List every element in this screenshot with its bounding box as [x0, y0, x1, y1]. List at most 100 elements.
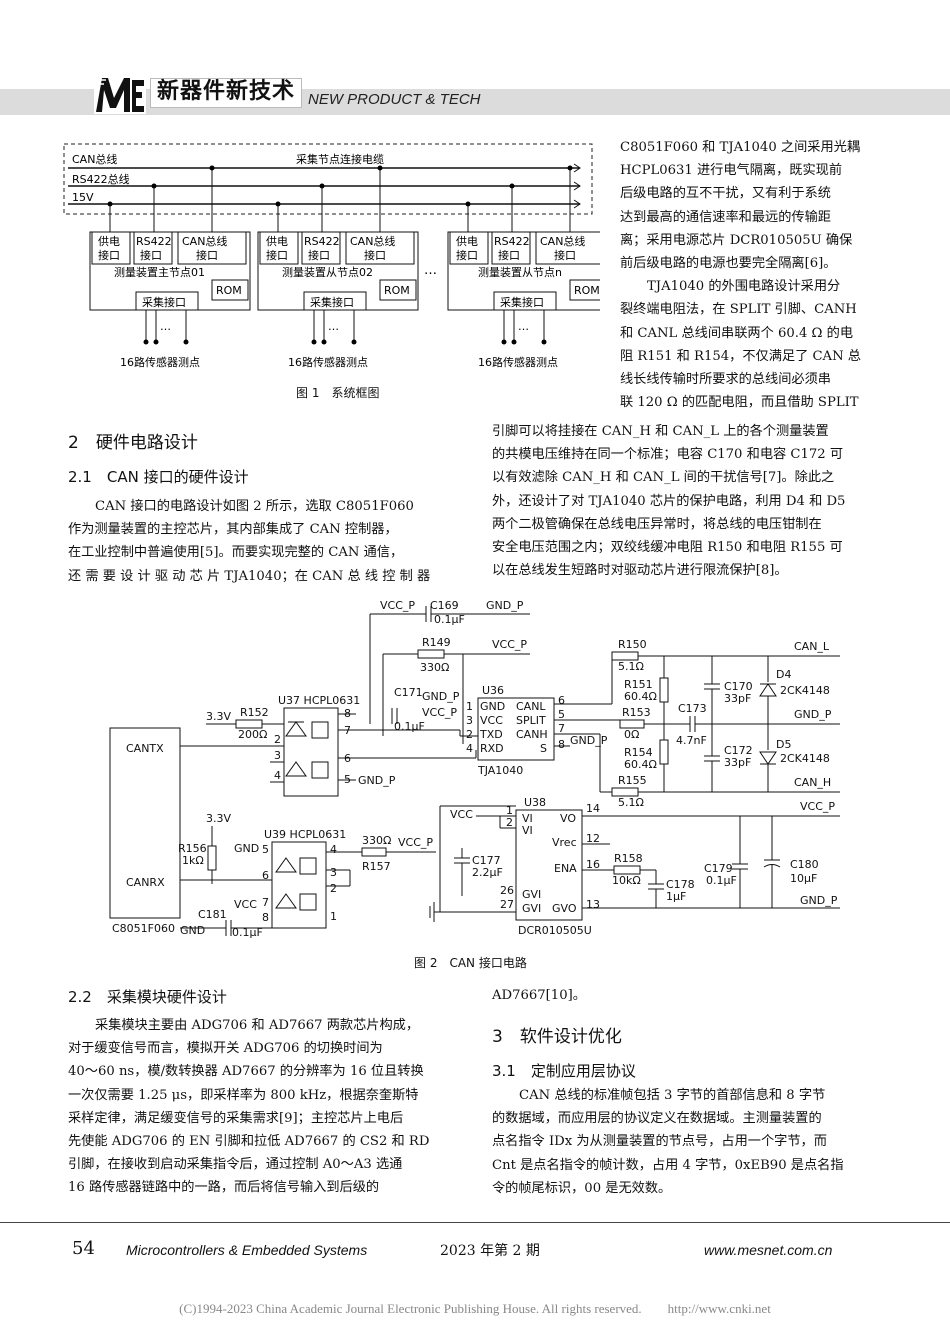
svg-text:GND: GND	[480, 700, 505, 713]
svg-text:U39 HCPL0631: U39 HCPL0631	[264, 828, 346, 841]
section-3-1-text: CAN 总线的标准帧包括 3 字节的首部信息和 8 字节的数据域，而应用层的协议…	[492, 1084, 882, 1200]
section-3-1-title: 3.1 定制应用层协议	[492, 1062, 636, 1080]
svg-text:6: 6	[558, 694, 565, 707]
svg-text:VO: VO	[560, 812, 576, 825]
svg-text:4: 4	[330, 843, 337, 856]
svg-text:CAN总线: CAN总线	[182, 234, 227, 248]
svg-text:VCC: VCC	[450, 808, 473, 821]
svg-text:C169: C169	[430, 599, 459, 612]
svg-text:200Ω: 200Ω	[238, 728, 267, 741]
text-line: 采集模块主要由 ADG706 和 AD7667 两款芯片构成，	[95, 1018, 420, 1033]
svg-text:接口: 接口	[266, 249, 288, 262]
svg-text:2CK4148: 2CK4148	[780, 752, 830, 765]
text-line: 采样定律，满足缓变信号的采集需求[9]；主控芯片上电后	[68, 1110, 404, 1126]
svg-text:ENA: ENA	[554, 862, 577, 875]
text-line: 联 120 Ω 的匹配电阻，而且借助 SPLIT	[620, 395, 859, 411]
svg-text:33pF: 33pF	[724, 692, 751, 705]
svg-text:3: 3	[466, 714, 473, 727]
svg-text:…: …	[424, 263, 437, 278]
svg-text:CAN_L: CAN_L	[794, 640, 830, 653]
svg-text:C178: C178	[666, 878, 695, 891]
svg-text:1: 1	[330, 910, 337, 923]
svg-text:CANH: CANH	[516, 728, 548, 741]
svg-text:测量装置主节点01: 测量装置主节点01	[114, 266, 205, 279]
svg-text:…: …	[160, 320, 171, 333]
svg-text:13: 13	[586, 898, 600, 911]
svg-text:接口: 接口	[498, 249, 520, 262]
svg-text:测量装置从节点n: 测量装置从节点n	[478, 266, 562, 279]
svg-text:ROM: ROM	[384, 284, 410, 297]
svg-text:接口: 接口	[308, 249, 330, 262]
svg-text:U38: U38	[524, 796, 546, 809]
svg-text:ROM: ROM	[574, 284, 600, 297]
svg-text:2: 2	[466, 728, 473, 741]
svg-text:60.4Ω: 60.4Ω	[624, 758, 657, 771]
svg-text:VCC_P: VCC_P	[492, 638, 527, 651]
svg-text:16路传感器测点: 16路传感器测点	[120, 356, 200, 369]
journal-logo-icon	[94, 74, 146, 114]
svg-text:6: 6	[262, 869, 269, 882]
section-2-1-title: 2.1 CAN 接口的硬件设计	[68, 468, 249, 486]
svg-text:VCC: VCC	[480, 714, 503, 727]
svg-text:1: 1	[506, 804, 513, 817]
svg-text:0Ω: 0Ω	[624, 728, 639, 741]
svg-text:CAN总线: CAN总线	[540, 234, 585, 248]
svg-text:10μF: 10μF	[790, 872, 817, 885]
svg-text:TJA1040: TJA1040	[477, 764, 523, 777]
svg-text:D4: D4	[776, 668, 791, 681]
figure-2-caption: 图 2 CAN 接口电路	[414, 956, 527, 970]
svg-text:4.7nF: 4.7nF	[676, 734, 707, 747]
text-line: 引脚可以将挂接在 CAN_H 和 CAN_L 上的各个测量装置	[492, 424, 829, 439]
svg-text:GND_P: GND_P	[422, 690, 460, 703]
right-column-wide: 引脚可以将挂接在 CAN_H 和 CAN_L 上的各个测量装置的共模电压维持在同…	[492, 420, 882, 582]
svg-text:GND: GND	[234, 842, 259, 855]
svg-text:2: 2	[274, 733, 281, 746]
svg-text:16: 16	[586, 858, 600, 871]
svg-text:GVI: GVI	[522, 888, 541, 901]
svg-text:60.4Ω: 60.4Ω	[624, 690, 657, 703]
text-line: 线长线传输时所要求的总线间必须串	[620, 372, 831, 388]
text-line: 引脚，在接收到启动采集指令后，通过控制 A0～A3 选通	[68, 1157, 403, 1173]
svg-text:CANL: CANL	[516, 700, 546, 713]
svg-text:16路传感器测点: 16路传感器测点	[288, 356, 368, 369]
text-line: 还 需 要 设 计 驱 动 芯 片 TJA1040；在 CAN 总 线 控 制 …	[68, 568, 431, 584]
svg-text:C171: C171	[394, 686, 423, 699]
figure-1-caption: 图 1 系统框图	[296, 386, 380, 400]
svg-text:0.1μF: 0.1μF	[394, 720, 425, 733]
svg-text:R150: R150	[618, 638, 647, 651]
svg-text:U37 HCPL0631: U37 HCPL0631	[278, 694, 360, 707]
svg-text:…: …	[518, 320, 529, 333]
svg-text:接口: 接口	[554, 249, 576, 262]
text-line: 以在总线发生短路时对驱动芯片进行限流保护[8]。	[492, 563, 788, 579]
section-2-2-title: 2.2 采集模块硬件设计	[68, 988, 227, 1006]
svg-text:GVO: GVO	[552, 902, 577, 915]
page-number: 54	[72, 1238, 95, 1259]
footer-journal: Microcontrollers & Embedded Systems	[126, 1242, 368, 1258]
svg-text:R154: R154	[624, 746, 653, 759]
svg-text:C8051F060: C8051F060	[112, 922, 175, 935]
svg-text:R156: R156	[178, 842, 207, 855]
svg-text:1kΩ: 1kΩ	[182, 854, 204, 867]
svg-text:S: S	[540, 742, 547, 755]
journal-title-cn: 新器件新技术	[150, 78, 303, 108]
svg-text:16路传感器测点: 16路传感器测点	[478, 356, 558, 369]
svg-text:VI: VI	[522, 824, 533, 837]
svg-text:C170: C170	[724, 680, 753, 693]
figure-2-can-circuit: VCC_P C169 0.1μF GND_P R149 330Ω VCC_P C…	[109, 599, 840, 939]
text-line: CAN 总线的标准帧包括 3 字节的首部信息和 8 字节	[519, 1088, 826, 1103]
copyright-line: (C)1994-2023 China Academic Journal Elec…	[179, 1301, 771, 1316]
svg-text:接口: 接口	[140, 249, 162, 262]
svg-text:GND_P: GND_P	[358, 774, 396, 787]
svg-text:C173: C173	[678, 702, 707, 715]
text-line: 一次仅需要 1.25 μs，即采样率为 800 kHz，根据奈奎斯特	[68, 1087, 419, 1103]
svg-text:10kΩ: 10kΩ	[612, 874, 641, 887]
svg-text:12: 12	[586, 832, 600, 845]
text-line: 在工业控制中普遍使用[5]。而要实现完整的 CAN 通信，	[68, 545, 404, 561]
svg-text:5.1Ω: 5.1Ω	[618, 796, 644, 809]
svg-text:RS422: RS422	[136, 235, 172, 248]
svg-text:SPLIT: SPLIT	[516, 714, 546, 727]
svg-text:3: 3	[274, 749, 281, 762]
text-line: 和 CANL 总线间串联两个 60.4 Ω 的电	[620, 325, 854, 341]
